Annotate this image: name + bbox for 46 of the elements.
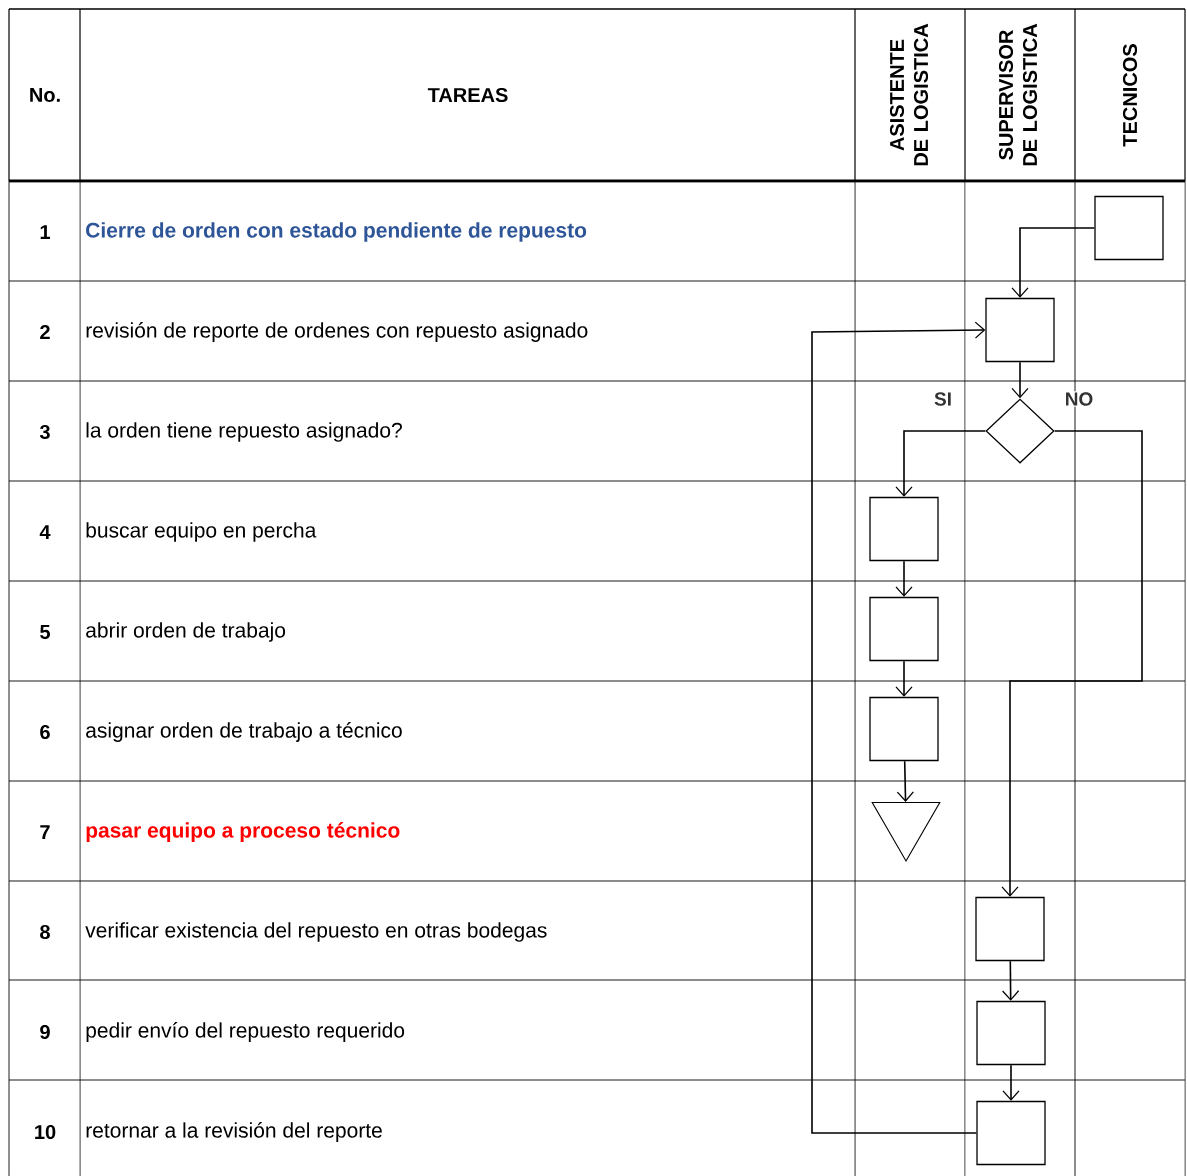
process-box (975, 896, 1045, 962)
edge-label: NO (1063, 391, 1095, 407)
process-box (869, 696, 939, 762)
task-text: verificar existencia del repuesto en otras bodegas (85, 922, 547, 942)
task-text: retornar a la revisión del reporte (86, 1122, 382, 1142)
column-header: ASISTENTE DE LOGISTICA (889, 23, 929, 166)
row-number: 6 (40, 724, 50, 740)
arrow (1011, 227, 1096, 298)
task-text: pasar equipo a proceso técnico (86, 822, 400, 842)
arrow (895, 430, 987, 497)
arrow (895, 660, 913, 697)
arrow (1011, 361, 1029, 399)
arrow (895, 560, 913, 597)
row-number: 2 (40, 325, 50, 339)
process-box (985, 297, 1055, 363)
process-box (976, 1100, 1046, 1166)
column-header: TAREAS (427, 87, 508, 103)
arrow (1002, 1064, 1020, 1101)
column-header: No. (30, 88, 60, 102)
task-text: buscar equipo en percha (86, 522, 317, 542)
process-box (869, 596, 939, 662)
edge-label: SI (933, 391, 953, 407)
column-header: SUPERVISOR DE LOGISTICA (998, 23, 1038, 166)
task-text: pedir envío del repuesto requerido (86, 1022, 405, 1042)
arrow (811, 321, 986, 1134)
arrow (1001, 960, 1020, 1001)
column-header: TECNICOS (1122, 44, 1138, 147)
row-number: 1 (40, 225, 50, 239)
task-text: abrir orden de trabajo (86, 622, 286, 642)
row-number: 8 (40, 924, 50, 940)
row-number: 3 (39, 424, 50, 440)
process-box (1094, 195, 1164, 261)
process-box (976, 1000, 1046, 1066)
row-number: 7 (40, 825, 50, 839)
task-text: asignar orden de trabajo a técnico (86, 722, 402, 742)
task-text: la orden tiene repuesto asignado? (86, 422, 402, 442)
decision-diamond (985, 398, 1055, 464)
arrow (896, 760, 914, 802)
row-number: 4 (39, 525, 51, 539)
row-number: 9 (40, 1024, 50, 1040)
row-number: 5 (40, 625, 50, 639)
task-text: revisión de reporte de ordenes con repuesto asignado (86, 322, 588, 342)
arrow (1001, 430, 1143, 897)
row-number: 10 (35, 1124, 56, 1140)
process-box (869, 496, 939, 562)
task-text: Cierre de orden con estado pendiente de repuesto (86, 222, 587, 242)
